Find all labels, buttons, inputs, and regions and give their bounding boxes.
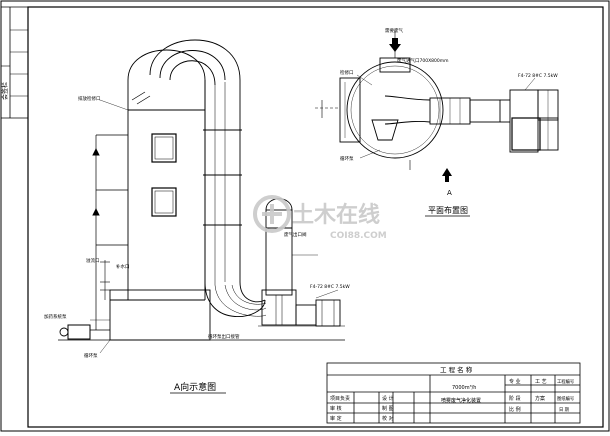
tb-row1-a: 审 核 (330, 405, 342, 412)
plan-tower-circle (346, 61, 444, 159)
watermark-text: 土木在线 (292, 202, 380, 228)
label-drain: 溢流口 (86, 257, 100, 264)
tb-h1: 工 艺 (535, 379, 547, 385)
title-block-text: 工 程 名 称 7000m³/h 喷雾废气净化装置 项目负责 设 计 审 核 制… (330, 365, 574, 422)
watermark-sub: COI88.COM (330, 231, 387, 241)
label-fan-top: F4-72 8#C 7.5kW (518, 73, 558, 79)
margin-label: 会签栏 (1, 82, 9, 100)
elevation-labels: 排放检修口 补水口 溢流口 加药系统泵 循环泵 循环泵出口接管 废气出口阀 F4… (44, 95, 350, 359)
label-pump: 加药系统泵 (44, 313, 67, 320)
tb-r2-2: 图纸编号 (557, 395, 574, 402)
label-duct-side: 废气出口阀 (284, 231, 307, 238)
drawing-border (27, 6, 604, 428)
tb-drawing-name: 喷雾废气净化装置 (441, 397, 481, 404)
tb-row2-a: 审 定 (330, 415, 342, 422)
tb-h0: 专 业 (509, 378, 521, 385)
label-inlet-top: 需要废气 (385, 27, 403, 34)
elevation-title: A向示意图 (174, 381, 216, 393)
tb-h2: 工程编号 (557, 378, 574, 385)
label-top-left: 排放检修口 (78, 95, 101, 102)
label-fan-side: F4-72 8#C 7.5kW (310, 284, 350, 290)
tower-dome (127, 49, 206, 81)
fan-motor (315, 299, 341, 327)
plan-labels: 需要废气 废气进气口700X800mm 检修口 循环泵 F4-72 8#C 7.… (340, 27, 558, 197)
tb-row2-b: 校 对 (382, 415, 394, 422)
label-circ: 循环泵 (84, 352, 98, 359)
elevation-view (58, 39, 345, 354)
inlet-arrow-icon (389, 38, 401, 52)
fan-casing (265, 209, 293, 296)
tb-row0-b: 设 计 (382, 395, 394, 402)
plan-tank (339, 77, 361, 143)
tb-row0-a: 项目负责 (330, 395, 350, 402)
label-bottom: 循环泵出口接管 (208, 333, 240, 340)
plan-title: 平面布置图 (428, 205, 468, 215)
inspection-window-lower (151, 187, 177, 217)
label-arrow-a: A (447, 189, 452, 197)
tb-r3-0: 比 例 (509, 406, 521, 413)
plan-view (315, 30, 559, 170)
tb-r2-0: 阶 段 (509, 395, 521, 402)
tb-r2-1: 方案 (535, 395, 545, 402)
tb-r3-2: 日 期 (559, 407, 569, 413)
label-water-in: 补水口 (116, 263, 130, 270)
tb-project-label: 工 程 名 称 (440, 365, 473, 374)
tb-capacity: 7000m³/h (452, 385, 476, 391)
margin-strip: 会签栏 (1, 6, 28, 119)
title-block (326, 362, 581, 424)
circulation-pump (67, 324, 91, 340)
view-a-arrow-icon (442, 168, 452, 182)
label-valve: 检修口 (340, 69, 354, 76)
inspection-window-upper (151, 133, 177, 163)
label-plan-note: 循环泵 (340, 155, 354, 162)
label-duct-size: 废气进气口700X800mm (397, 57, 449, 64)
tb-row1-b: 制 图 (382, 405, 394, 412)
watermark: 土木在线 COI88.COM (253, 195, 387, 241)
plan-fan (509, 89, 539, 153)
water-tank (109, 289, 211, 341)
